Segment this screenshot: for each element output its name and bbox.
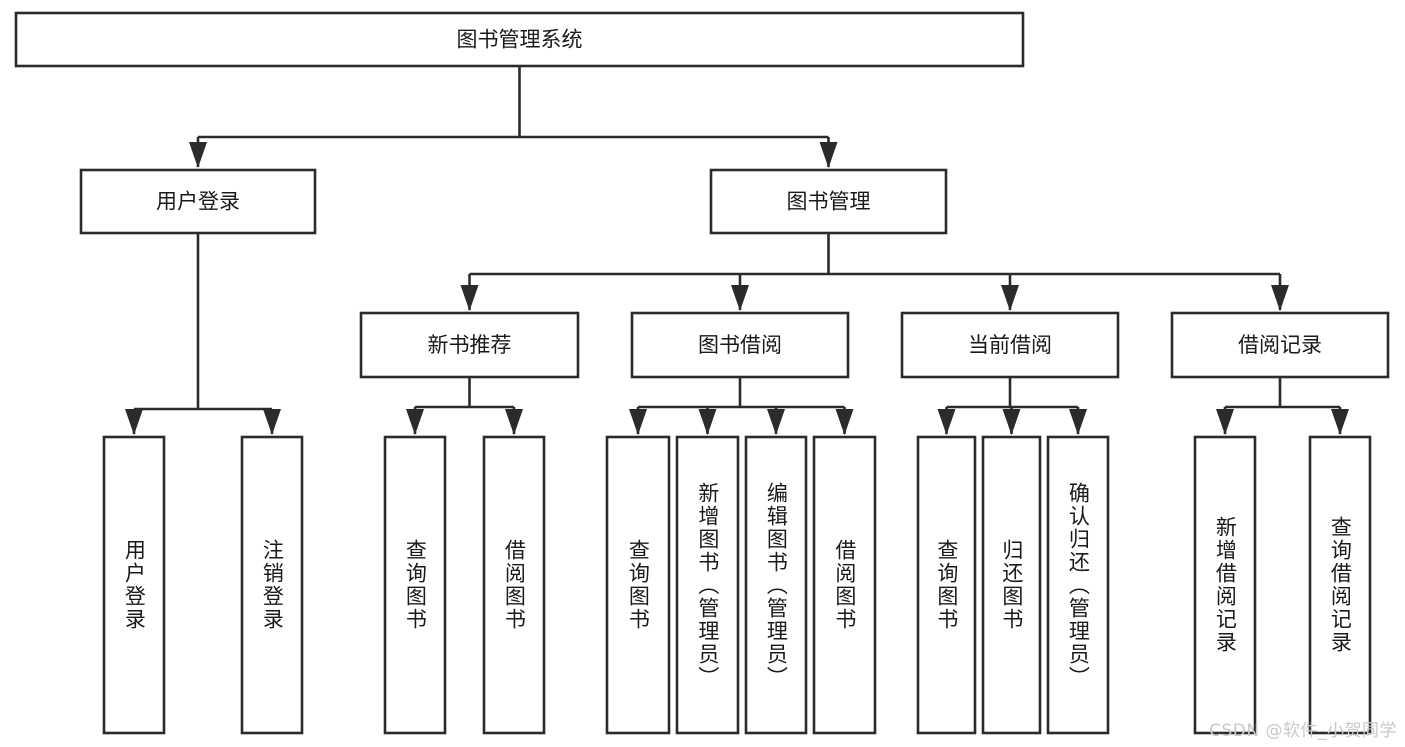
node-level3-0-box[interactable] — [359, 311, 580, 379]
node-leaf-11-box[interactable] — [1193, 435, 1257, 735]
node-level3-2-box[interactable] — [900, 311, 1120, 379]
node-level3-1-label: 图书借阅 — [698, 333, 782, 357]
node-leaf-8[interactable] — [916, 435, 977, 735]
node-level2-1[interactable]: 图书管理 — [709, 168, 948, 235]
node-root[interactable]: 图书管理系统 — [14, 11, 1025, 68]
node-level3-0-label: 新书推荐 — [428, 333, 512, 357]
node-level3-3-label: 借阅记录 — [1238, 333, 1322, 357]
arrow-down-icon-leaf-8 — [937, 409, 956, 435]
arrow-down-icon-leaf-10 — [1069, 409, 1087, 435]
arrow-down-icon-l3-0 — [460, 285, 479, 311]
node-level2-0-box[interactable] — [79, 168, 317, 235]
node-leaf-2[interactable] — [383, 435, 447, 735]
node-leaf-4-box[interactable] — [605, 435, 671, 735]
node-level3-1-box[interactable] — [630, 311, 850, 379]
node-leaf-7-box[interactable] — [812, 435, 877, 735]
node-root-label: 图书管理系统 — [457, 28, 583, 52]
node-level3-0[interactable]: 新书推荐 — [359, 311, 580, 379]
node-leaf-4[interactable] — [605, 435, 671, 735]
node-level3-2-label: 当前借阅 — [968, 333, 1052, 357]
arrow-down-icon-leaf-2 — [406, 409, 424, 435]
arrow-down-icon-l3-1 — [731, 285, 749, 311]
node-level2-1-box[interactable] — [709, 168, 948, 235]
node-leaf-1[interactable] — [240, 435, 304, 735]
node-leaf-6[interactable] — [744, 435, 808, 735]
node-leaf-6-box[interactable] — [744, 435, 808, 735]
arrow-down-icon-l3-3 — [1271, 285, 1289, 311]
arrow-down-icon-leaf-7 — [835, 409, 854, 435]
arrow-down-icon-leaf-5 — [698, 409, 717, 435]
arrow-down-icon-leaf-9 — [1002, 409, 1021, 435]
arrow-down-icon-leaf-12 — [1331, 409, 1349, 435]
node-leaf-3-box[interactable] — [482, 435, 546, 735]
node-leaf-8-box[interactable] — [916, 435, 977, 735]
arrow-down-icon-leaf-11 — [1216, 409, 1234, 435]
node-leaf-1-box[interactable] — [240, 435, 304, 735]
node-leaf-10[interactable] — [1046, 435, 1110, 735]
node-level2-1-label: 图书管理 — [787, 190, 871, 214]
node-leaf-9-box[interactable] — [981, 435, 1042, 735]
arrow-down-icon-l2-1 — [819, 142, 838, 168]
arrow-down-icon-leaf-6 — [767, 409, 785, 435]
node-leaf-12[interactable] — [1308, 435, 1372, 735]
node-leaf-10-box[interactable] — [1046, 435, 1110, 735]
node-level3-3[interactable]: 借阅记录 — [1170, 311, 1390, 379]
node-level3-2[interactable]: 当前借阅 — [900, 311, 1120, 379]
node-leaf-11[interactable] — [1193, 435, 1257, 735]
arrow-down-icon-l2-0 — [189, 142, 207, 168]
node-root-box[interactable] — [14, 11, 1025, 68]
node-leaf-0[interactable] — [102, 435, 166, 735]
arrow-down-icon-leaf-1 — [263, 409, 281, 435]
node-leaf-5-box[interactable] — [675, 435, 740, 735]
node-leaf-3[interactable] — [482, 435, 546, 735]
csdn-watermark: CSDN @软件_小贺同学 — [1209, 721, 1397, 741]
node-level2-0[interactable]: 用户登录 — [79, 168, 317, 235]
node-leaf-9[interactable] — [981, 435, 1042, 735]
node-leaf-12-box[interactable] — [1308, 435, 1372, 735]
node-leaf-0-box[interactable] — [102, 435, 166, 735]
node-leaf-2-box[interactable] — [383, 435, 447, 735]
node-level3-1[interactable]: 图书借阅 — [630, 311, 850, 379]
node-level3-3-box[interactable] — [1170, 311, 1390, 379]
arrow-down-icon-leaf-3 — [505, 409, 523, 435]
node-leaf-5[interactable] — [675, 435, 740, 735]
node-level2-0-label: 用户登录 — [156, 190, 240, 214]
node-leaf-7[interactable] — [812, 435, 877, 735]
arrow-down-icon-l3-2 — [1001, 285, 1019, 311]
arrow-down-icon-leaf-0 — [125, 409, 143, 435]
arrow-down-icon-leaf-4 — [629, 409, 647, 435]
edges-layer — [125, 66, 1349, 435]
